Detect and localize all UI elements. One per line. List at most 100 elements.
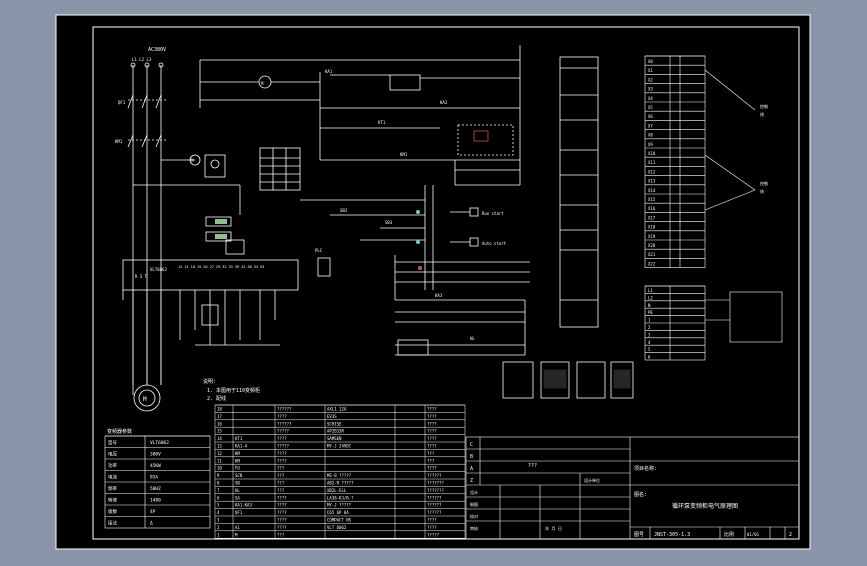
rung-2: KA2 bbox=[440, 100, 448, 105]
run-start-label: Run start bbox=[482, 211, 504, 216]
sign-check: 校对 bbox=[470, 513, 478, 519]
motor-param-value-6: 4P bbox=[150, 509, 156, 515]
bom-cell-5-2: ????? bbox=[277, 444, 290, 449]
terminal-top-10: X10 bbox=[648, 151, 656, 156]
bom-cell-6-1: KM bbox=[235, 451, 240, 456]
motor-param-value-2: 45KW bbox=[150, 463, 161, 469]
bom-cell-15-0: 3 bbox=[217, 518, 220, 523]
control-label-b2: 线 bbox=[760, 188, 764, 194]
sheet-border-inner bbox=[92, 26, 800, 540]
bom-cell-4-0: 14 bbox=[217, 436, 222, 441]
bom-cell-3-0: 15 bbox=[217, 429, 222, 434]
terminal-top-16: X16 bbox=[648, 206, 656, 211]
bom-cell-4-1: KT1 bbox=[235, 436, 243, 441]
motor-param-name-6: 极数 bbox=[108, 508, 117, 515]
vfd-terminals-left: R S T bbox=[135, 274, 148, 279]
drawing-label: 图名: bbox=[634, 491, 647, 498]
bom-cell-13-2: ???? bbox=[277, 503, 287, 508]
bom-cell-11-3: XB2L-ELL bbox=[327, 488, 347, 493]
bom-cell-17-5: ????? bbox=[427, 532, 440, 537]
bom-cell-2-0: 16 bbox=[217, 421, 222, 426]
rev-c: C bbox=[470, 442, 473, 448]
terminal-top-19: X19 bbox=[648, 234, 656, 239]
bom-cell-12-2: ???? bbox=[277, 495, 287, 500]
terminal-top-8: X8 bbox=[648, 133, 653, 138]
supply-label: AC380V bbox=[148, 47, 166, 53]
rung-labels: KA1 KA2 KT1 KM1 SB2 SB3 KA3 HL bbox=[325, 69, 475, 341]
power-circuit: AC380V L1 L2 L3 QF1 KM1 M R S T VLT6062 … bbox=[115, 47, 331, 412]
center-mark: ??? bbox=[528, 463, 537, 469]
bom-cell-8-2: ??? bbox=[277, 466, 285, 471]
terminal-labels: 控制 线 控制 线 bbox=[760, 103, 768, 194]
control-label-b: 控制 bbox=[760, 180, 768, 186]
vfd-io-terminals: 12 13 18 19 20 27 29 32 33 39 42 50 53 5… bbox=[178, 265, 264, 269]
bom-cell-4-3: SAMSEN bbox=[327, 436, 342, 441]
bom-cell-2-2: ?????? bbox=[277, 421, 292, 426]
bom-cell-2-5: ???? bbox=[427, 421, 437, 426]
bom-cell-1-5: ???? bbox=[427, 414, 437, 419]
terminal-bottom-7: 4 bbox=[648, 340, 651, 345]
bom-cell-4-2: ???? bbox=[277, 436, 287, 441]
terminal-top-4: X4 bbox=[648, 96, 653, 101]
colored-markers bbox=[215, 130, 489, 270]
bom-cell-12-3: LA38-K3/B-? bbox=[327, 495, 354, 500]
rev-b: B bbox=[470, 454, 473, 460]
vfd-model: VLT6062 bbox=[150, 267, 167, 272]
bom-cell-1-3: EV3S bbox=[327, 414, 337, 419]
terminal-top-11: X11 bbox=[648, 160, 656, 165]
motor-param-value-3: 85A bbox=[150, 475, 158, 481]
terminal-bottom-0: L1 bbox=[648, 288, 653, 293]
bom-cell-7-2: ???? bbox=[277, 458, 287, 463]
bom-cell-9-0: 9 bbox=[217, 473, 220, 478]
bom-cell-12-5: ?????? bbox=[427, 495, 442, 500]
bom-cell-10-2: ??? bbox=[277, 481, 285, 486]
notes-line-1: 1. 本图用于110变频柜 bbox=[207, 387, 260, 394]
bom-cell-16-3: VLT 6062 bbox=[327, 525, 347, 530]
bom-cell-10-1: SB bbox=[235, 481, 240, 486]
rev-a: A bbox=[470, 466, 473, 472]
bom-cell-0-0: 18 bbox=[217, 407, 222, 412]
svg-text:M: M bbox=[261, 81, 264, 86]
motor-param-value-5: 1480 bbox=[150, 498, 161, 504]
terminal-top-5: X5 bbox=[648, 105, 653, 110]
motor-param-name-3: 电流 bbox=[108, 474, 117, 481]
project-label: 项目名称: bbox=[634, 465, 657, 472]
bom-cell-13-3: MY-J ????? bbox=[327, 503, 352, 508]
bom-cell-13-5: ?????? bbox=[427, 503, 442, 508]
motor-param-value-7: Δ bbox=[150, 521, 153, 527]
bom-cell-11-2: ??? bbox=[277, 488, 285, 493]
notes: 说明: 1. 本图用于110变频柜 2. 配线 bbox=[203, 378, 260, 402]
sign-design: 设计 bbox=[470, 489, 478, 495]
bom-cell-8-5: ???? bbox=[427, 466, 437, 471]
terminal-bottom-3: PE bbox=[648, 310, 653, 315]
bom-cell-13-1: KA1-KA3 bbox=[235, 503, 252, 508]
bom-cell-6-2: ???? bbox=[277, 451, 287, 456]
rung-4: KM1 bbox=[400, 152, 408, 157]
bom-cell-1-2: ???? bbox=[277, 414, 287, 419]
terminal-bottom-5: 2 bbox=[648, 325, 651, 330]
bom-cell-0-5: ???? bbox=[427, 407, 437, 412]
bom-cell-3-3: AP2B33R bbox=[327, 429, 344, 434]
terminal-top-17: X17 bbox=[648, 215, 656, 220]
relay-symbols bbox=[502, 361, 634, 399]
drawing-number: JNST-305-1.3 bbox=[654, 532, 690, 538]
title-block-text: C B A Z ??? 项目名称: 图名: 循环泵变频柜电气原理图 图号 JNS… bbox=[470, 442, 792, 538]
terminal-top-6: X6 bbox=[648, 114, 653, 119]
bom-cell-4-5: ???? bbox=[427, 436, 437, 441]
terminal-bottom-2: N bbox=[648, 303, 651, 308]
motor-symbol: M bbox=[143, 396, 147, 403]
rung-5: SB2 bbox=[340, 208, 348, 213]
legend-strip bbox=[559, 56, 599, 328]
plc-label: PLC bbox=[315, 248, 323, 253]
bom-cell-16-1: A1 bbox=[235, 525, 240, 530]
bom-cell-15-3: COMPACT NS bbox=[327, 518, 352, 523]
supply-phases: L1 L2 L3 bbox=[132, 57, 152, 62]
terminal-block-top: X0X1X2X3X4X5X6X7X8X9X10X11X12X13X14X15X1… bbox=[644, 55, 706, 268]
terminal-top-20: X20 bbox=[648, 243, 656, 248]
bom-cell-13-0: 5 bbox=[217, 503, 220, 508]
terminal-top-3: X3 bbox=[648, 87, 653, 92]
